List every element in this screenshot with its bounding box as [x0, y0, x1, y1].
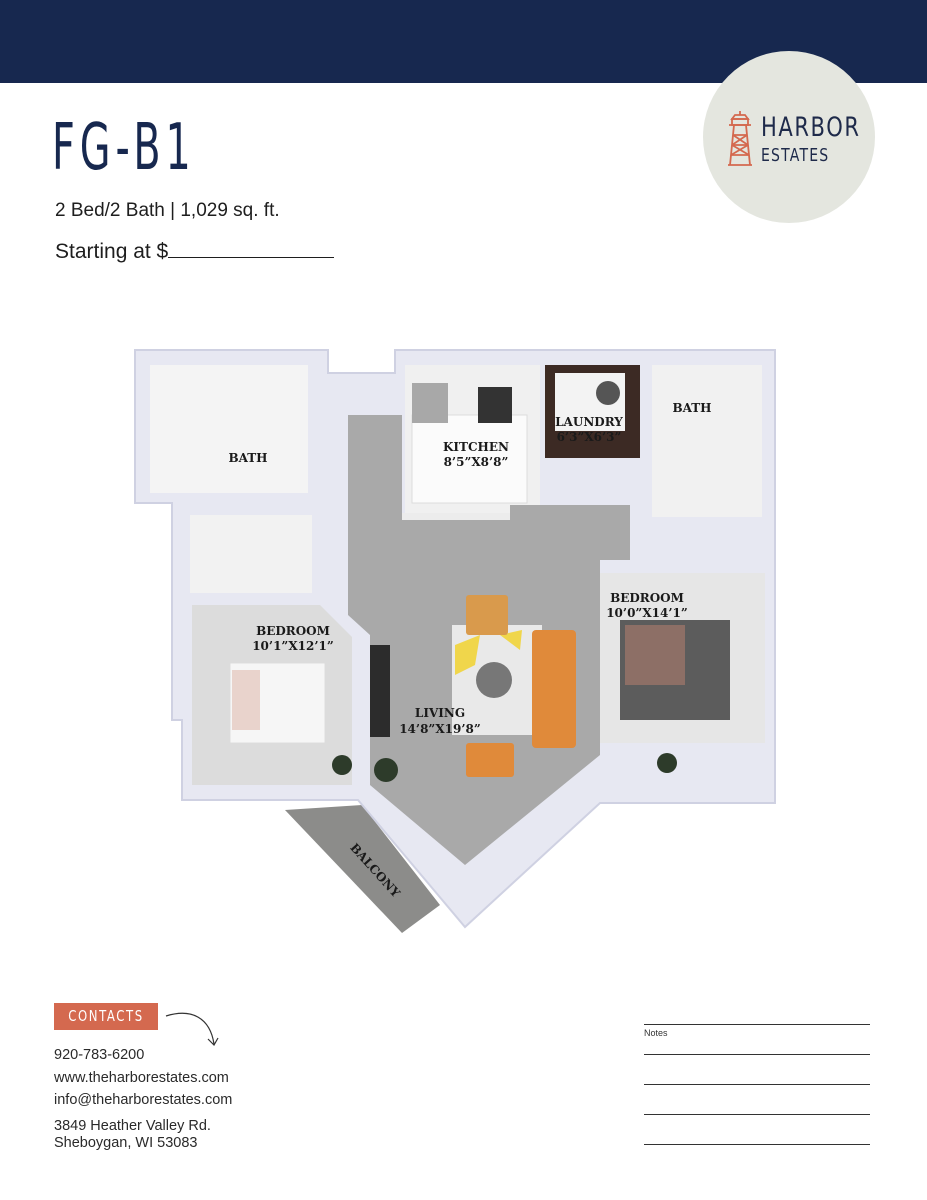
- chair-top: [466, 595, 508, 635]
- notes-line: [644, 1054, 870, 1055]
- contact-address: 3849 Heather Valley Rd. Sheboygan, WI 53…: [54, 1118, 232, 1153]
- room-bath-left-label: BATH: [228, 451, 267, 465]
- room-bath-right-label: BATH: [672, 401, 711, 415]
- tv-console: [370, 645, 390, 737]
- contact-details: 920-783-6200 www.theharborestates.com in…: [54, 1044, 232, 1153]
- closet-left: [190, 515, 312, 593]
- room-bedroom-right-label: BEDROOM: [610, 591, 684, 605]
- bath-right-floor: [652, 365, 762, 517]
- sofa: [532, 630, 576, 748]
- price-label: Starting at $: [55, 240, 169, 263]
- room-kitchen-label: KITCHEN: [443, 440, 509, 454]
- notes-line: [644, 1144, 870, 1145]
- brand-name-line2: ESTATES: [761, 145, 830, 166]
- floorplan-image: BATH KITCHEN 8’5”X8’8” LAUNDRY 6’3”X6’3”…: [134, 349, 776, 933]
- room-laundry-dims: 6’3”X6’3”: [557, 430, 622, 444]
- contact-email: info@theharborestates.com: [54, 1092, 233, 1108]
- curved-arrow-icon: [165, 1012, 219, 1046]
- brand-logo: HARBOR ESTATES: [703, 51, 875, 223]
- price-line: Starting at $: [55, 239, 335, 264]
- address-line2: Sheboygan, WI 53083: [54, 1135, 198, 1151]
- notes-line: [644, 1024, 870, 1025]
- contact-phone: 920-783-6200: [54, 1047, 145, 1063]
- room-bedroom-left-dims: 10’1”X12’1”: [252, 639, 334, 653]
- notes-label: Notes: [644, 1028, 668, 1038]
- contact-us-label: CONTACTS US: [68, 1007, 144, 1052]
- room-kitchen-dims: 8’5”X8’8”: [444, 455, 509, 469]
- price-blank: [168, 239, 335, 258]
- address-line1: 3849 Heather Valley Rd.: [54, 1117, 211, 1134]
- notes-line: [644, 1084, 870, 1085]
- room-bedroom-right-dims: 10’0”X14’1”: [606, 606, 688, 620]
- bath-left-floor: [150, 365, 308, 493]
- room-bedroom-left-label: BEDROOM: [256, 624, 330, 638]
- contact-website: www.theharborestates.com: [54, 1069, 229, 1086]
- contact-us-button[interactable]: CONTACTS US: [54, 1003, 158, 1052]
- lighthouse-icon: [728, 111, 752, 166]
- ottoman: [466, 743, 514, 777]
- notes-line: [644, 1114, 870, 1115]
- room-living-dims: 14’8”X19’8”: [399, 722, 481, 736]
- room-laundry-label: LAUNDRY: [555, 415, 623, 429]
- unit-title: FG-B1: [52, 111, 196, 185]
- unit-subtitle: 2 Bed/2 Bath | 1,029 sq. ft.: [55, 200, 280, 221]
- balcony-floor: [285, 805, 440, 933]
- brand-name-line1: HARBOR: [761, 112, 861, 143]
- room-living-label: LIVING: [415, 706, 465, 720]
